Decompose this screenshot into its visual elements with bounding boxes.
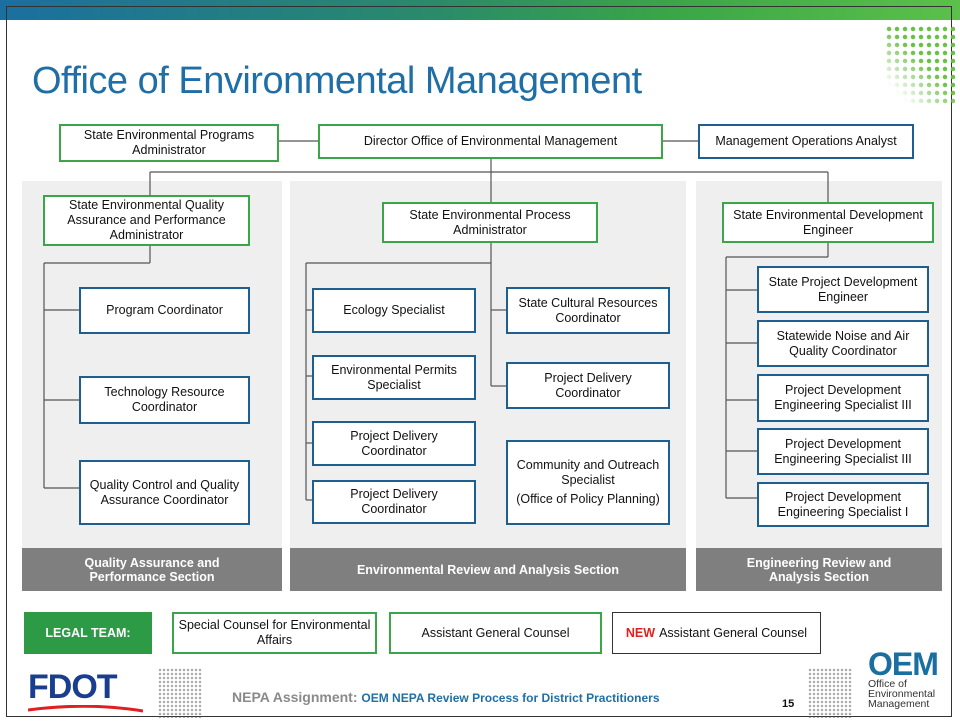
management-ops-analyst-box: Management Operations Analyst	[698, 124, 914, 159]
node-label: Special Counsel for Environmental Affair…	[178, 618, 371, 647]
node-label: Assistant General Counsel	[659, 625, 808, 640]
node-label: Director Office of Environmental Managem…	[363, 134, 618, 148]
node-label: Management Operations Analyst	[715, 134, 897, 148]
oem-logo: OEM Office of Environmental Management	[868, 646, 939, 710]
stipple-decoration-left	[158, 668, 202, 718]
env-node-cultural: State Cultural Resources Coordinator	[506, 287, 670, 334]
legal-team-label: LEGAL TEAM:	[24, 612, 152, 654]
node-label: State Project Development Engineer	[768, 274, 918, 304]
fdot-swoosh-icon	[28, 705, 143, 713]
eng-node-noise-air: Statewide Noise and Air Quality Coordina…	[757, 320, 929, 367]
footer-subtitle: OEM NEPA Review Process for District Pra…	[361, 691, 660, 705]
legal-node-special-counsel: Special Counsel for Environmental Affair…	[172, 612, 377, 654]
eng-node-project-dev: State Project Development Engineer	[757, 266, 929, 313]
node-label: Program Coordinator	[106, 303, 223, 317]
eng-node-specialist-iii-a: Project Development Engineering Speciali…	[757, 374, 929, 422]
eng-node-specialist-iii-b: Project Development Engineering Speciali…	[757, 428, 929, 475]
qa-node-quality-control: Quality Control and Quality Assurance Co…	[79, 460, 250, 525]
dot-pattern-decoration	[885, 25, 955, 105]
node-label: Project Development Engineering Speciali…	[774, 383, 912, 412]
node-label: Community and Outreach Specialist	[516, 458, 660, 487]
node-label: Project Delivery Coordinator	[544, 370, 632, 400]
node-label: Project Development Engineering Speciali…	[777, 489, 909, 519]
qa-administrator-box: State Environmental Quality Assurance an…	[43, 195, 250, 246]
director-box: Director Office of Environmental Managem…	[318, 124, 663, 159]
eng-section-footer: Engineering Review and Analysis Section	[696, 548, 942, 591]
fdot-logo: FDOT	[28, 668, 118, 706]
env-node-permits: Environmental Permits Specialist	[312, 355, 476, 400]
node-label: State Environmental Programs Administrat…	[83, 128, 255, 157]
node-label: State Environmental Process Administrato…	[409, 207, 571, 237]
node-label: Project Delivery Coordinator	[350, 428, 438, 458]
stipple-decoration-right	[808, 668, 852, 718]
node-label: Technology Resource Coordinator	[104, 385, 225, 414]
eng-node-specialist-i: Project Development Engineering Speciali…	[757, 482, 929, 527]
node-label: State Cultural Resources Coordinator	[518, 295, 658, 325]
qa-section-footer: Quality Assurance and Performance Sectio…	[22, 548, 282, 591]
qa-node-program-coordinator: Program Coordinator	[79, 287, 250, 334]
footer-title: NEPA Assignment: OEM NEPA Review Process…	[232, 689, 660, 705]
page-title: Office of Environmental Management	[32, 60, 642, 102]
env-node-delivery-1: Project Delivery Coordinator	[312, 421, 476, 466]
new-tag: NEW	[625, 625, 656, 640]
env-node-community: Community and Outreach Specialist (Offic…	[506, 440, 670, 525]
env-section-footer: Environmental Review and Analysis Sectio…	[290, 548, 686, 591]
legal-node-assistant-counsel: Assistant General Counsel	[389, 612, 602, 654]
env-node-delivery-2: Project Delivery Coordinator	[312, 480, 476, 524]
node-label: State Environmental Quality Assurance an…	[67, 198, 226, 242]
top-banner	[0, 0, 960, 20]
env-node-ecology: Ecology Specialist	[312, 288, 476, 333]
node-label: Assistant General Counsel	[421, 625, 570, 640]
env-dev-engineer-box: State Environmental Development Engineer	[722, 202, 934, 243]
node-label: Project Delivery Coordinator	[350, 487, 438, 516]
node-label: Ecology Specialist	[343, 303, 445, 317]
node-label: State Environmental Development Engineer	[733, 207, 923, 237]
env-process-admin-box: State Environmental Process Administrato…	[382, 202, 598, 243]
node-label: Quality Control and Quality Assurance Co…	[89, 477, 240, 507]
node-label: Statewide Noise and Air Quality Coordina…	[776, 328, 910, 358]
slide-frame	[6, 6, 952, 717]
env-node-delivery-3: Project Delivery Coordinator	[506, 362, 670, 409]
page-number: 15	[782, 698, 795, 710]
node-label: Project Development Engineering Speciali…	[774, 436, 912, 466]
node-label-sub: (Office of Policy Planning)	[516, 492, 660, 506]
qa-node-technology-resource: Technology Resource Coordinator	[79, 376, 250, 424]
legal-node-new-assistant-counsel: NEW Assistant General Counsel	[612, 612, 821, 654]
state-env-programs-admin-box: State Environmental Programs Administrat…	[59, 124, 279, 162]
node-label: Environmental Permits Specialist	[331, 362, 457, 392]
